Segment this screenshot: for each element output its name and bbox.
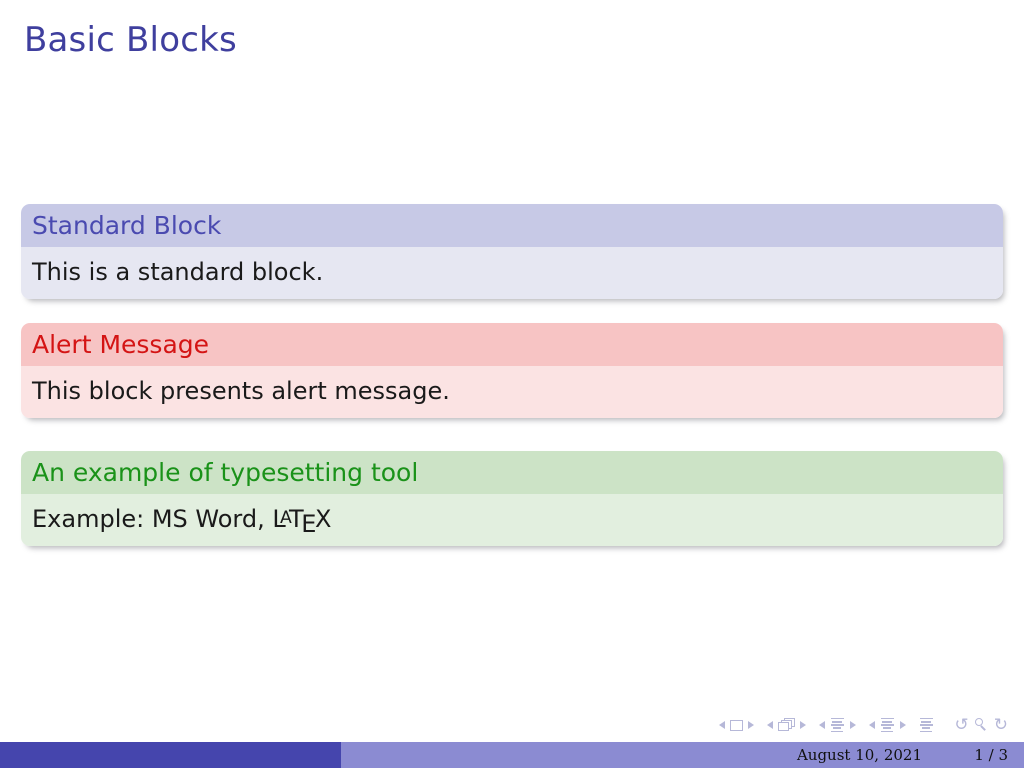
section-navigation-group[interactable]: [868, 717, 906, 733]
example-block-body: Example: MS Word, LATEX: [21, 494, 1003, 547]
next-slide-icon[interactable]: [747, 721, 754, 729]
footline-page-number: 1 / 3: [974, 746, 1008, 764]
footline-left-segment: [0, 742, 341, 768]
latex-logo: LATEX: [272, 505, 332, 536]
standard-block-title: Standard Block: [21, 204, 1003, 247]
search-icon[interactable]: [974, 718, 988, 732]
subsection-icon[interactable]: [830, 717, 845, 733]
appendix-icon[interactable]: [919, 717, 934, 733]
slide-icon[interactable]: [729, 719, 743, 731]
example-block-title: An example of typesetting tool: [21, 451, 1003, 494]
footline: August 10, 2021 1 / 3: [0, 742, 1024, 768]
footline-date: August 10, 2021: [796, 746, 922, 764]
alert-block-title: Alert Message: [21, 323, 1003, 366]
previous-subsection-icon[interactable]: [818, 720, 825, 729]
previous-slide-icon[interactable]: [718, 721, 725, 729]
latex-logo-l: L: [272, 505, 286, 533]
alert-block: Alert Message This block presents alert …: [21, 323, 1003, 418]
next-subsection-icon[interactable]: [849, 720, 856, 729]
previous-section-icon[interactable]: [868, 720, 875, 729]
navigation-symbols[interactable]: ↺ ↻: [718, 714, 1009, 736]
section-icon[interactable]: [880, 717, 895, 733]
latex-logo-a: A: [280, 507, 292, 528]
slide-navigation-group[interactable]: [718, 719, 754, 731]
alert-block-body: This block presents alert message.: [21, 366, 1003, 418]
frame-navigation-group[interactable]: [766, 718, 806, 732]
back-icon[interactable]: ↺: [954, 714, 969, 735]
latex-logo-t: T: [288, 505, 304, 533]
latex-logo-e: E: [301, 510, 317, 539]
latex-logo-x: X: [315, 505, 332, 533]
page-title: Basic Blocks: [24, 20, 237, 60]
history-navigation-group[interactable]: ↺ ↻: [954, 714, 1009, 735]
example-block-body-text: Example: MS Word,: [32, 505, 273, 533]
standard-block-body: This is a standard block.: [21, 247, 1003, 299]
next-frame-icon[interactable]: [799, 721, 806, 729]
footline-right-segment: August 10, 2021 1 / 3: [341, 742, 1024, 768]
standard-block: Standard Block This is a standard block.: [21, 204, 1003, 299]
frame-icon[interactable]: [777, 718, 795, 732]
previous-frame-icon[interactable]: [766, 721, 773, 729]
appendix-navigation-group[interactable]: [919, 717, 934, 733]
forward-icon[interactable]: ↻: [993, 714, 1008, 735]
next-section-icon[interactable]: [899, 720, 906, 729]
example-block: An example of typesetting tool Example: …: [21, 451, 1003, 547]
subsection-navigation-group[interactable]: [818, 717, 856, 733]
